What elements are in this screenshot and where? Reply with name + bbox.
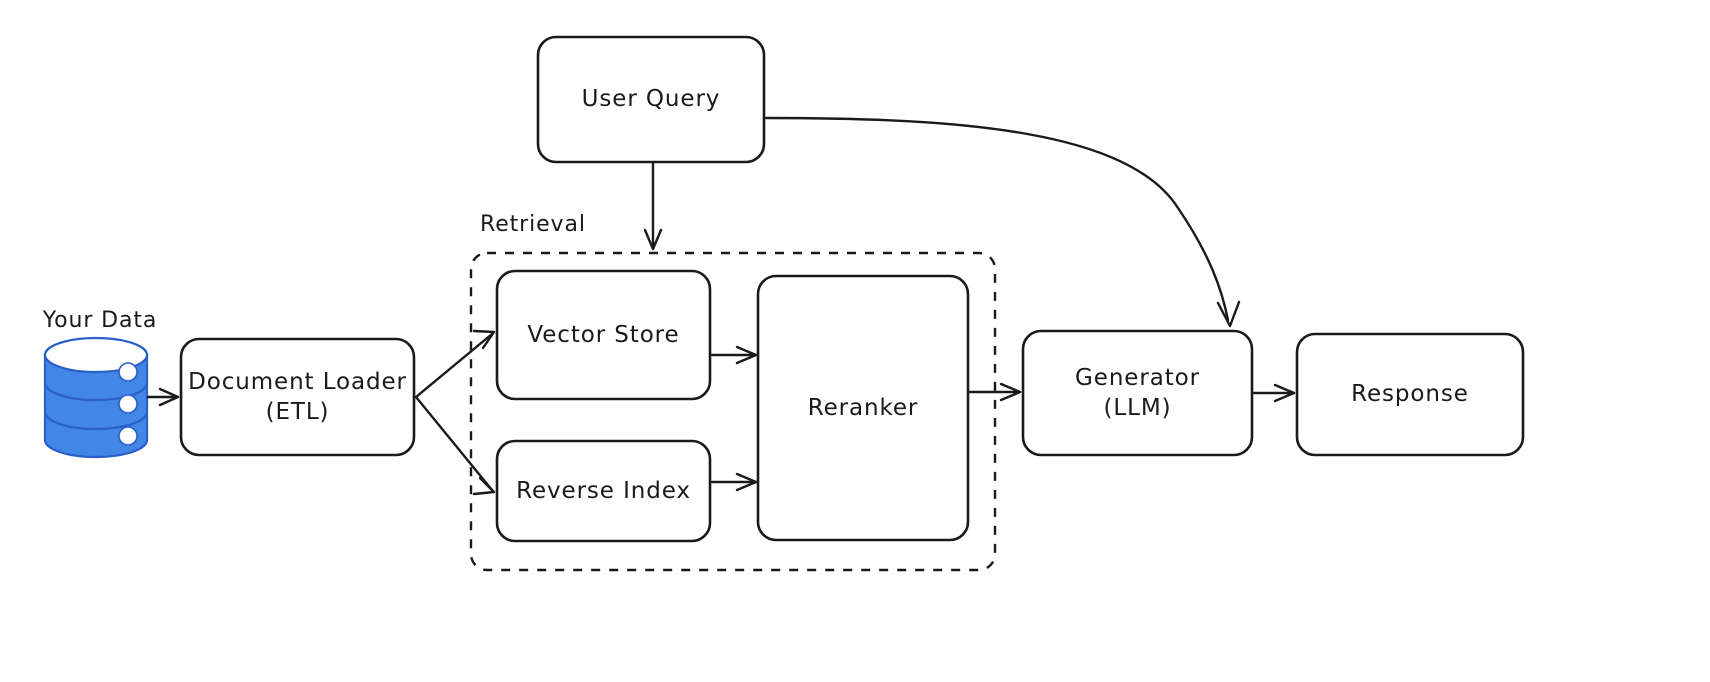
node-reranker[interactable] [756,274,970,542]
edge-generator-to-response [1252,383,1296,403]
edge-vector-store-to-reranker [710,345,758,365]
node-document-loader[interactable] [179,337,416,457]
edge-data-to-loader [146,387,180,407]
node-response[interactable] [1295,332,1525,457]
edge-reverse-index-to-reranker [710,472,758,492]
database-cylinder-icon [43,336,149,459]
edge-user-query-to-generator [764,116,1241,328]
your-data-label: Your Data [42,308,158,333]
node-vector-store[interactable] [495,269,712,401]
node-generator[interactable] [1021,329,1254,457]
edge-loader-to-reverse-index [414,395,496,496]
edge-user-query-to-retrieval [643,161,663,251]
node-reverse-index[interactable] [495,439,712,543]
retrieval-group-label: Retrieval [480,212,586,237]
edge-reranker-to-generator [968,382,1022,402]
edge-loader-to-vector-store [414,329,496,399]
node-user-query[interactable] [536,35,766,164]
